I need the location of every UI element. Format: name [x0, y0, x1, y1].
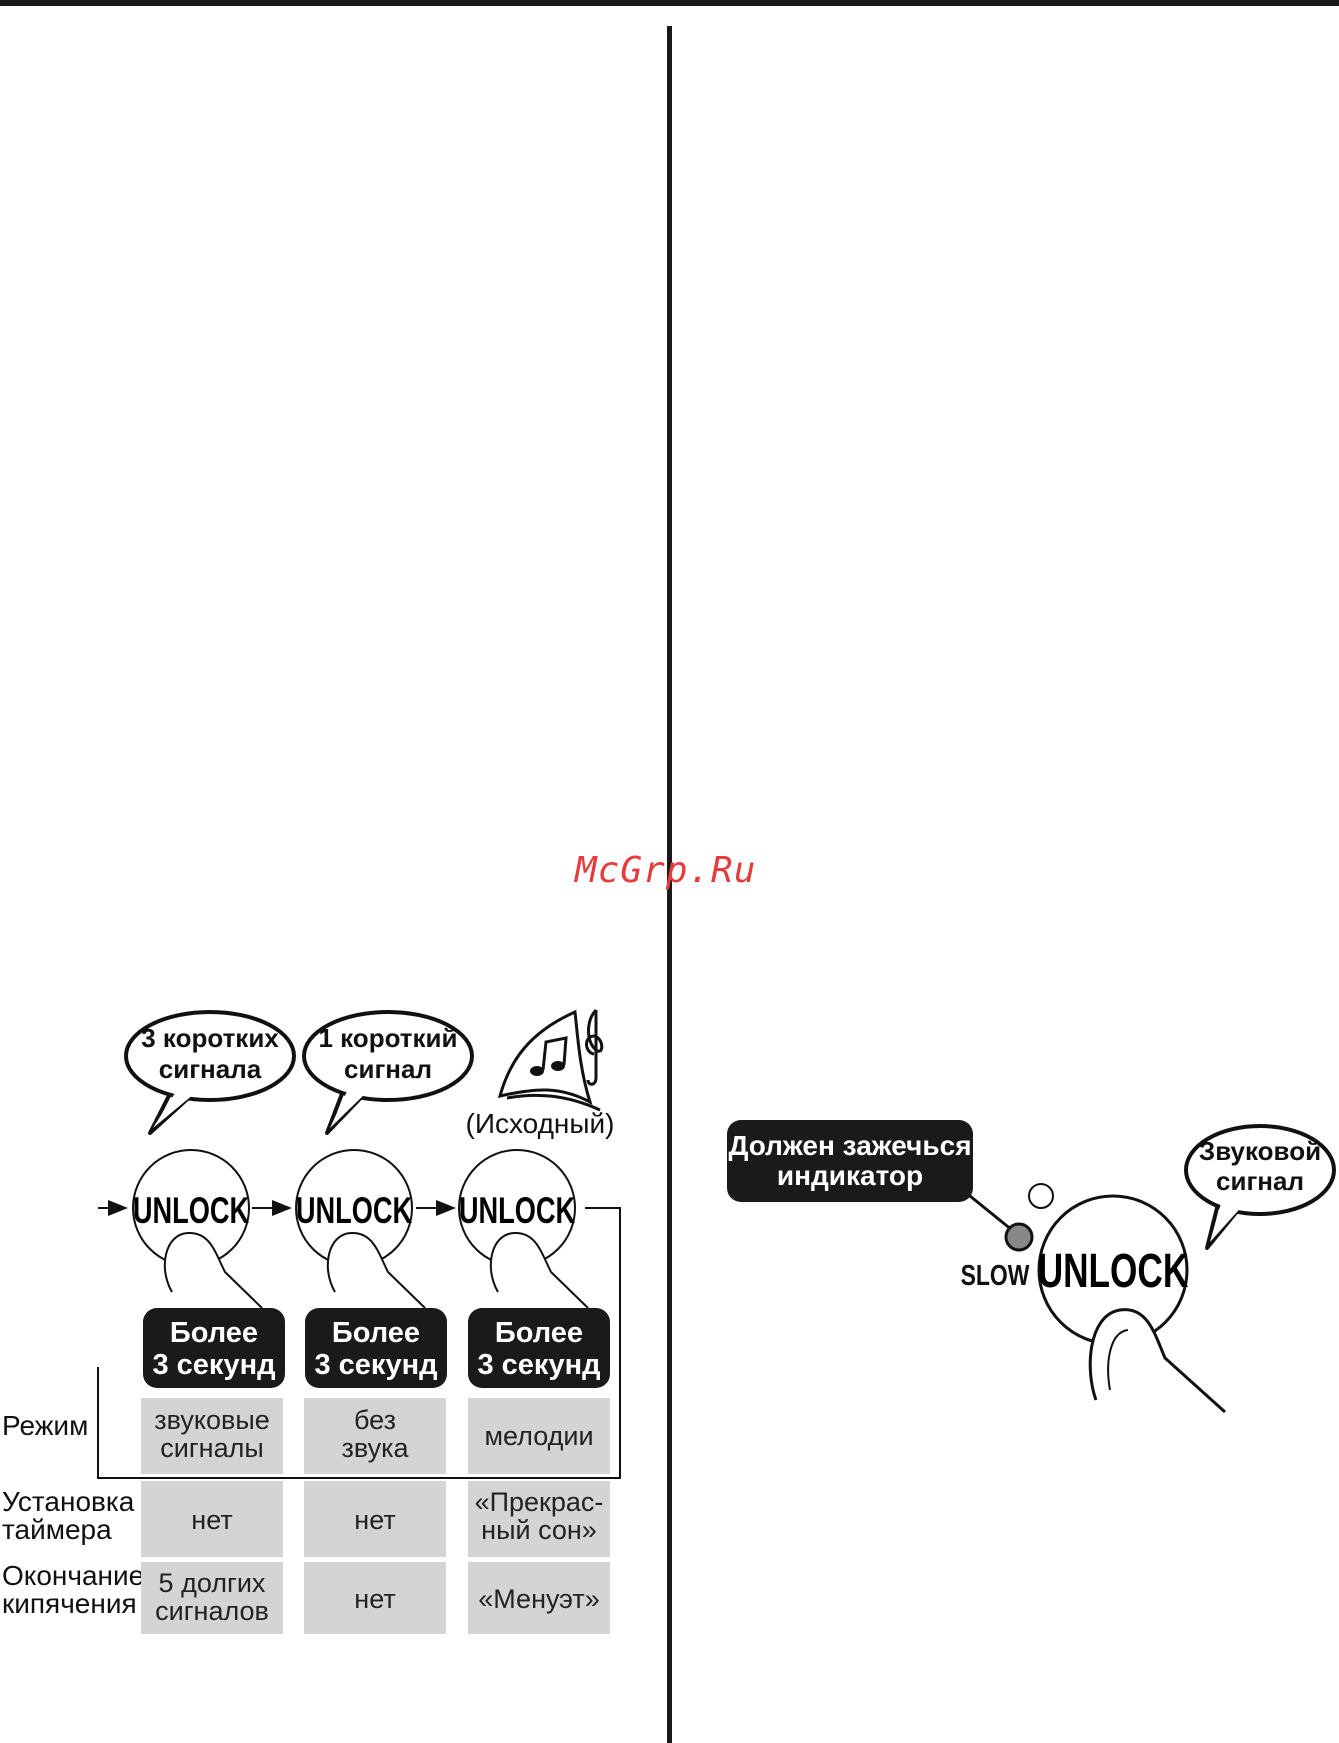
bubble-1-line2: сигнала	[159, 1054, 262, 1084]
speech-bubble-1: 3 коротких сигнала	[124, 1010, 296, 1135]
svg-text:нет: нет	[354, 1584, 395, 1614]
cell-mode-3: мелодии	[468, 1398, 610, 1474]
top-rule	[0, 0, 1339, 6]
cell-timer-3: «Прекрас- ный сон»	[468, 1481, 610, 1557]
press-label-2: Более 3 секунд	[305, 1308, 447, 1388]
press-label-1: Более 3 секунд	[143, 1308, 285, 1388]
indicator-label: Должен зажечься индикатор	[727, 1120, 973, 1202]
svg-text:Должен зажечься: Должен зажечься	[728, 1130, 971, 1161]
svg-text:Звуковой: Звуковой	[1199, 1136, 1321, 1166]
arrow-1	[252, 1200, 292, 1216]
svg-text:Более: Более	[495, 1317, 583, 1349]
speech-bubble-2: 1 короткий сигнал	[302, 1010, 474, 1135]
svg-text:мелодии: мелодии	[484, 1421, 593, 1451]
svg-text:Более: Более	[170, 1317, 258, 1349]
sound-signal-bubble: Звуковой сигнал	[1184, 1124, 1336, 1250]
svg-text:«Прекрас-: «Прекрас-	[475, 1487, 604, 1517]
svg-text:звуковые: звуковые	[154, 1405, 270, 1435]
indicator-light-slow	[1004, 1222, 1034, 1252]
bubble-1-line1: 3 коротких	[141, 1023, 279, 1053]
melody-icon	[497, 1008, 604, 1112]
mode-cycle-diagram: 3 коротких сигнала 1 короткий сигнал (Ис…	[2, 1008, 621, 1634]
svg-text:ный сон»: ный сон»	[481, 1515, 597, 1545]
row-label-boil-2: кипячения	[2, 1588, 137, 1619]
cell-mode-2: без звука	[304, 1398, 446, 1474]
svg-text:звука: звука	[341, 1433, 409, 1463]
slow-label: SLOW	[961, 1261, 1030, 1292]
row-label-boil-1: Окончание	[2, 1560, 144, 1591]
bubble-2-line2: сигнал	[344, 1054, 432, 1084]
row-label-timer-1: Установка	[2, 1486, 135, 1517]
svg-text:«Менуэт»: «Менуэт»	[478, 1584, 600, 1614]
svg-text:UNLOCK: UNLOCK	[296, 1189, 413, 1231]
cell-boil-1: 5 долгих сигналов	[141, 1562, 283, 1634]
svg-text:Более: Более	[332, 1317, 420, 1349]
unlock-button-1: UNLOCK	[132, 1149, 263, 1309]
unlock-button-main: UNLOCK	[1037, 1194, 1227, 1414]
svg-text:индикатор: индикатор	[777, 1160, 923, 1191]
arrow-2	[416, 1200, 456, 1216]
unlock-button-3: UNLOCK	[458, 1149, 589, 1309]
cell-boil-2: нет	[304, 1562, 446, 1634]
svg-text:сигналы: сигналы	[160, 1433, 264, 1463]
svg-text:3 секунд: 3 секунд	[314, 1349, 437, 1381]
svg-text:UNLOCK: UNLOCK	[133, 1189, 250, 1231]
svg-text:UNLOCK: UNLOCK	[1038, 1244, 1189, 1298]
unlock-indicator-diagram: Должен зажечься индикатор Звуковой сигна…	[727, 1120, 1336, 1414]
svg-text:3 секунд: 3 секунд	[477, 1349, 600, 1381]
melody-default-label: (Исходный)	[466, 1108, 615, 1139]
cell-timer-2: нет	[304, 1481, 446, 1557]
svg-text:нет: нет	[354, 1505, 395, 1535]
row-label-timer-2: таймера	[2, 1514, 112, 1545]
cell-boil-3: «Менуэт»	[468, 1562, 610, 1634]
svg-text:нет: нет	[191, 1505, 232, 1535]
cell-mode-1: звуковые сигналы	[141, 1398, 283, 1474]
svg-text:5 долгих: 5 долгих	[159, 1568, 266, 1598]
watermark: McGrp.Ru	[575, 850, 757, 891]
svg-text:UNLOCK: UNLOCK	[459, 1189, 576, 1231]
indicator-light-off	[1028, 1183, 1054, 1209]
press-label-3: Более 3 секунд	[468, 1308, 610, 1388]
svg-text:3 секунд: 3 секунд	[152, 1349, 275, 1381]
row-label-mode: Режим	[2, 1410, 88, 1441]
svg-text:сигналов: сигналов	[155, 1596, 269, 1626]
cell-timer-1: нет	[141, 1481, 283, 1557]
column-divider	[667, 26, 672, 1743]
unlock-button-2: UNLOCK	[295, 1149, 426, 1309]
bubble-2-line1: 1 короткий	[318, 1023, 457, 1053]
svg-text:без: без	[354, 1405, 396, 1435]
svg-text:сигнал: сигнал	[1216, 1166, 1304, 1196]
